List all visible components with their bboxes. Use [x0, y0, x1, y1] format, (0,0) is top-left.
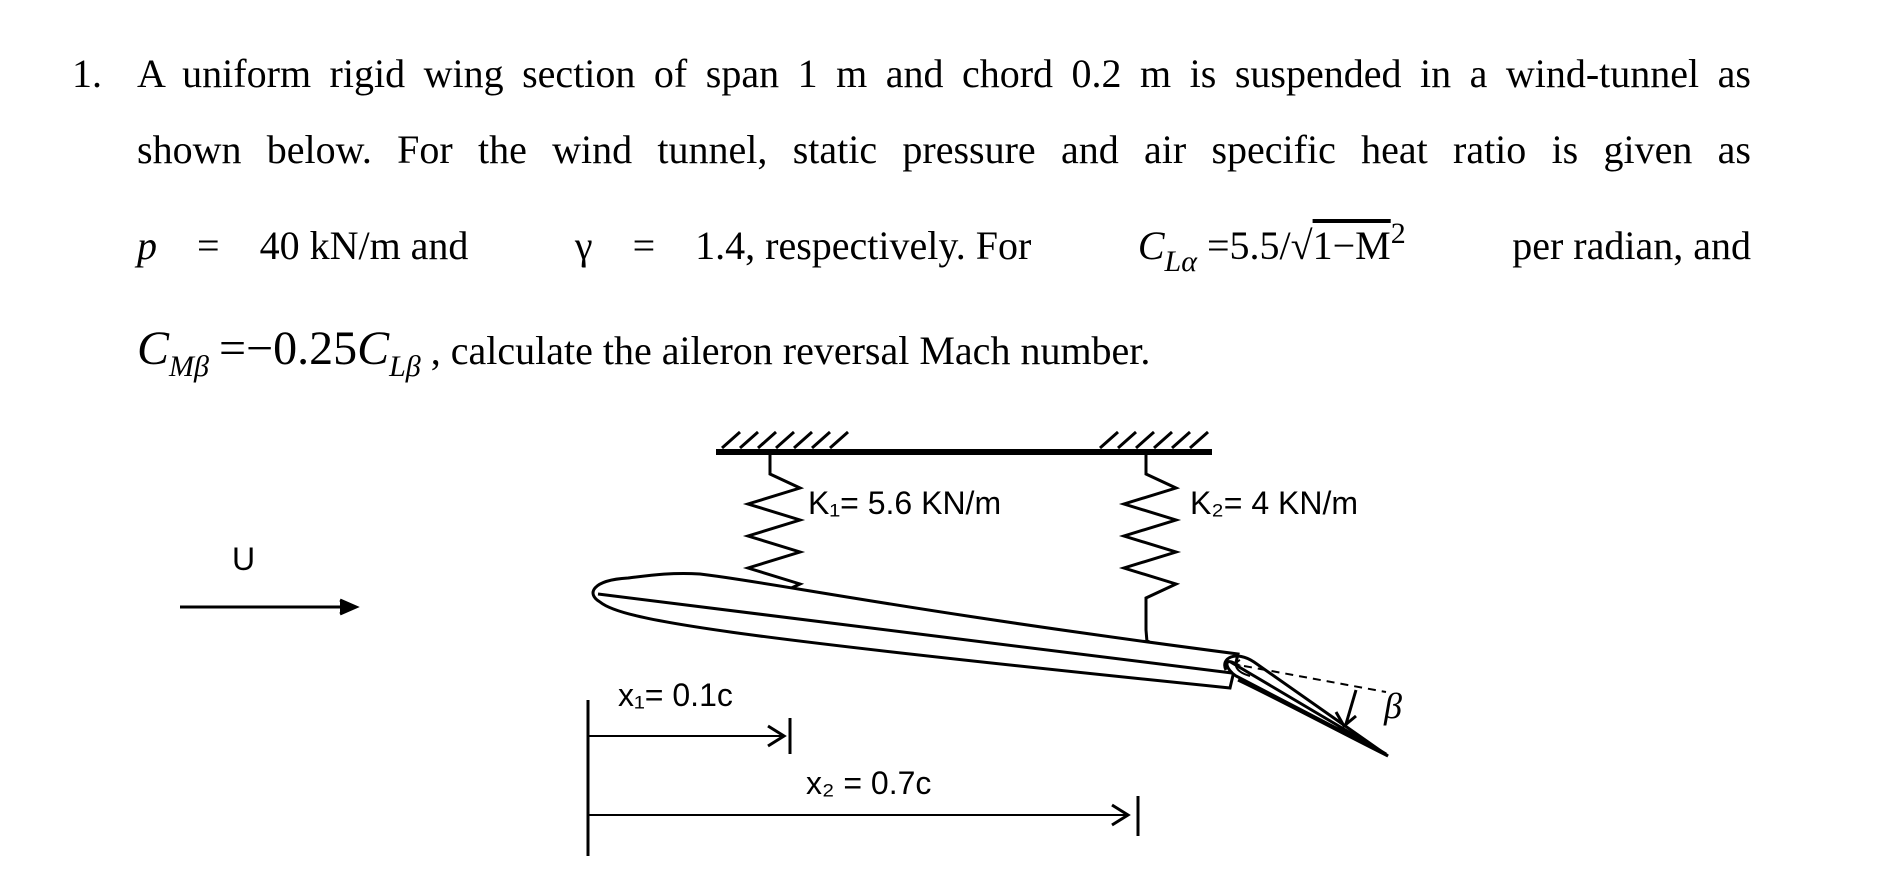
beta-label: β: [1383, 686, 1402, 726]
wing-airfoil: [591, 571, 1240, 690]
x1-label: x₁= 0.1c: [618, 677, 733, 713]
cla-formula: =5.5/: [1206, 223, 1291, 268]
x2-label: x₂ = 0.7c: [806, 765, 931, 801]
spring-2-label: K₂= 4 KN/m: [1190, 485, 1358, 521]
beta-angle-arrow: [1334, 689, 1358, 729]
question-line-4: CMβ =−0.25CLβ , calculate the aileron re…: [137, 322, 1751, 384]
cla-subscript: Lα: [1164, 245, 1197, 278]
question-number: 1.: [72, 51, 102, 96]
question-line-2: shown below. For the wind tunnel, static…: [137, 127, 1751, 172]
dimension-lines: [586, 700, 1140, 856]
spring-2: [1118, 454, 1182, 655]
aileron: [1225, 660, 1387, 756]
spring-1-label: K₁= 5.6 KN/m: [808, 485, 1001, 521]
cm-subscript: Mβ: [169, 350, 209, 383]
cla-root: 1−M: [1312, 223, 1391, 268]
ceiling-support: [716, 430, 1212, 455]
cm-symbol: C: [137, 322, 170, 375]
flow-label: U: [232, 541, 255, 577]
cla-exponent: 2: [1390, 217, 1406, 250]
gamma-symbol: γ: [574, 223, 593, 268]
cl-subscript: Lβ: [389, 350, 421, 383]
line3-tail: per radian, and: [1512, 223, 1751, 268]
cl-symbol: C: [357, 322, 390, 375]
gamma-value: 1.4, respectively. For: [695, 223, 1032, 268]
aileron-reference-line: [1243, 665, 1387, 693]
cm-equation: =−0.25: [218, 322, 358, 375]
question-line-1: A uniform rigid wing section of span 1 m…: [137, 51, 1751, 96]
line4-tail: , calculate the aileron reversal Mach nu…: [430, 328, 1151, 373]
p-equals: =: [197, 223, 220, 268]
p-symbol: p: [137, 223, 157, 268]
gamma-equals: =: [632, 223, 656, 268]
p-value: 40 kN/m and: [259, 223, 469, 268]
question-line-3: p = 40 kN/m and γ = 1.4, respectively. F…: [137, 217, 1751, 278]
flow-arrow: [180, 598, 360, 616]
cla-symbol: C: [1137, 223, 1165, 268]
